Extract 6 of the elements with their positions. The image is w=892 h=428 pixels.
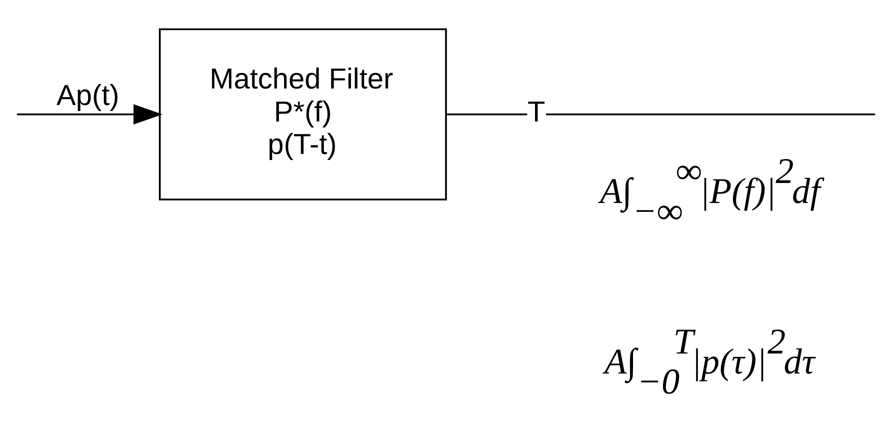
node-box: Matched Filter P*(f) p(T-t) — [158, 28, 447, 200]
connector — [546, 113, 876, 116]
arrow — [16, 104, 163, 125]
node-text: T — [528, 96, 546, 128]
connector — [446, 113, 528, 116]
edge-label: Ap(t) — [56, 80, 120, 112]
